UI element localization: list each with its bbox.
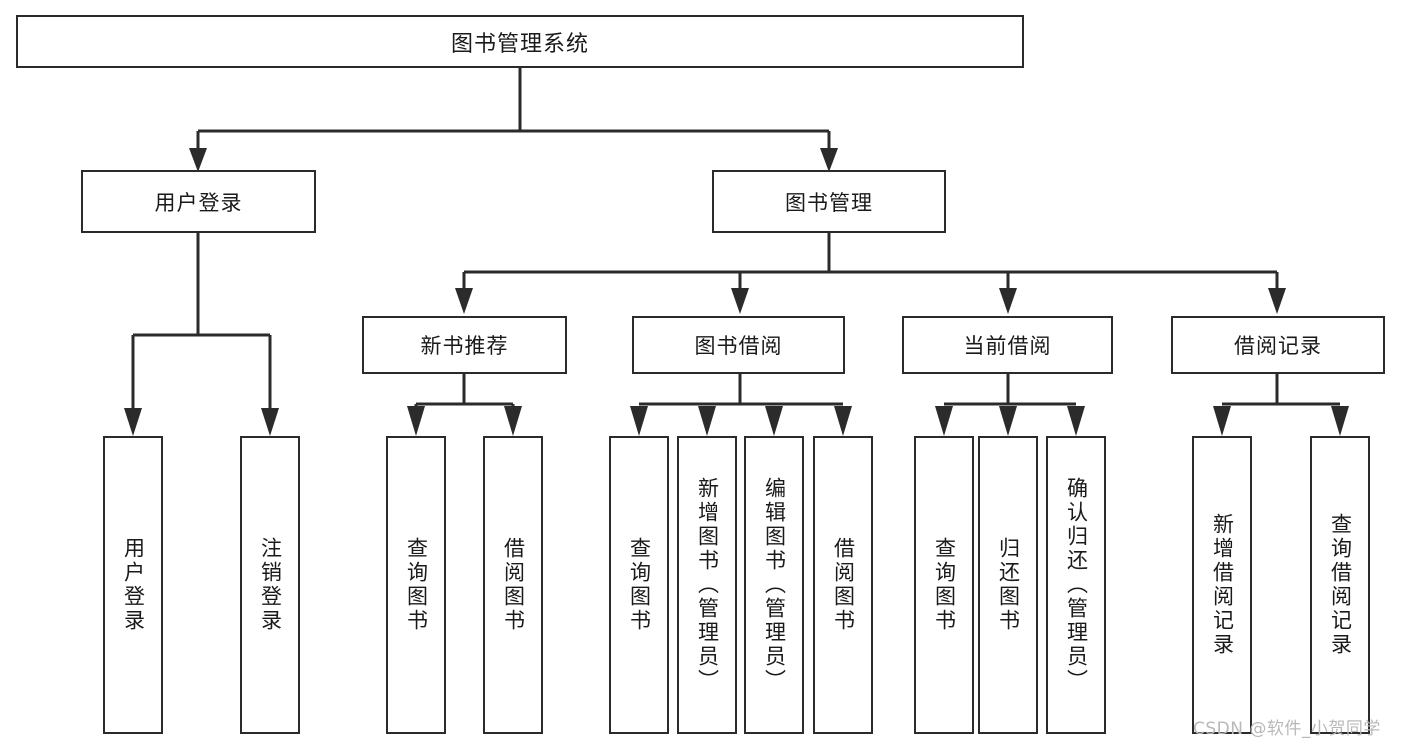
leaf-label: 借阅图书 — [501, 537, 526, 633]
leaf-label: 借阅图书 — [831, 537, 856, 633]
leaf-borrow-borrow-book[interactable]: 借阅图书 — [813, 436, 873, 734]
node-user-login-label: 用户登录 — [154, 190, 243, 215]
leaf-record-query-record[interactable]: 查询借阅记录 — [1310, 436, 1370, 734]
leaf-label: 查询图书 — [932, 537, 957, 633]
node-borrow-record[interactable]: 借阅记录 — [1171, 316, 1385, 374]
node-new-book-recommend[interactable]: 新书推荐 — [362, 316, 567, 374]
leaf-user-login-logout[interactable]: 注销登录 — [240, 436, 300, 734]
leaf-borrow-edit-book-admin[interactable]: 编辑图书（管理员） — [744, 436, 804, 734]
node-root-label: 图书管理系统 — [450, 31, 589, 57]
leaf-label: 用户登录 — [121, 537, 146, 633]
node-borrow-record-label: 借阅记录 — [1234, 334, 1322, 358]
leaf-borrow-add-book-admin[interactable]: 新增图书（管理员） — [677, 436, 737, 734]
node-book-borrow[interactable]: 图书借阅 — [632, 316, 845, 374]
leaf-label: 新增图书（管理员） — [695, 477, 720, 693]
node-current-borrow-label: 当前借阅 — [963, 334, 1052, 358]
leaf-user-login-login[interactable]: 用户登录 — [103, 436, 163, 734]
leaf-label: 注销登录 — [258, 537, 283, 633]
leaf-label: 查询图书 — [404, 537, 429, 633]
leaf-current-query-book[interactable]: 查询图书 — [914, 436, 974, 734]
node-book-borrow-label: 图书借阅 — [694, 334, 783, 358]
leaf-label: 查询借阅记录 — [1328, 513, 1353, 657]
node-user-login[interactable]: 用户登录 — [81, 170, 316, 233]
leaf-recommend-borrow-book[interactable]: 借阅图书 — [483, 436, 543, 734]
node-book-management-label: 图书管理 — [785, 190, 873, 215]
leaf-borrow-query-book[interactable]: 查询图书 — [609, 436, 669, 734]
leaf-label: 确认归还（管理员） — [1064, 477, 1089, 693]
node-book-management[interactable]: 图书管理 — [712, 170, 946, 233]
leaf-current-confirm-return-admin[interactable]: 确认归还（管理员） — [1046, 436, 1106, 734]
leaf-label: 新增借阅记录 — [1210, 513, 1235, 657]
leaf-record-add-record[interactable]: 新增借阅记录 — [1192, 436, 1252, 734]
leaf-label: 归还图书 — [996, 537, 1021, 633]
leaf-recommend-query-book[interactable]: 查询图书 — [386, 436, 446, 734]
node-root[interactable]: 图书管理系统 — [16, 15, 1024, 68]
leaf-label: 查询图书 — [627, 537, 652, 633]
csdn-watermark: CSDN @软件_小贺同学 — [1193, 719, 1381, 739]
node-new-book-recommend-label: 新书推荐 — [420, 334, 509, 358]
leaf-label: 编辑图书（管理员） — [762, 477, 787, 693]
node-current-borrow[interactable]: 当前借阅 — [902, 316, 1113, 374]
leaf-current-return-book[interactable]: 归还图书 — [978, 436, 1038, 734]
